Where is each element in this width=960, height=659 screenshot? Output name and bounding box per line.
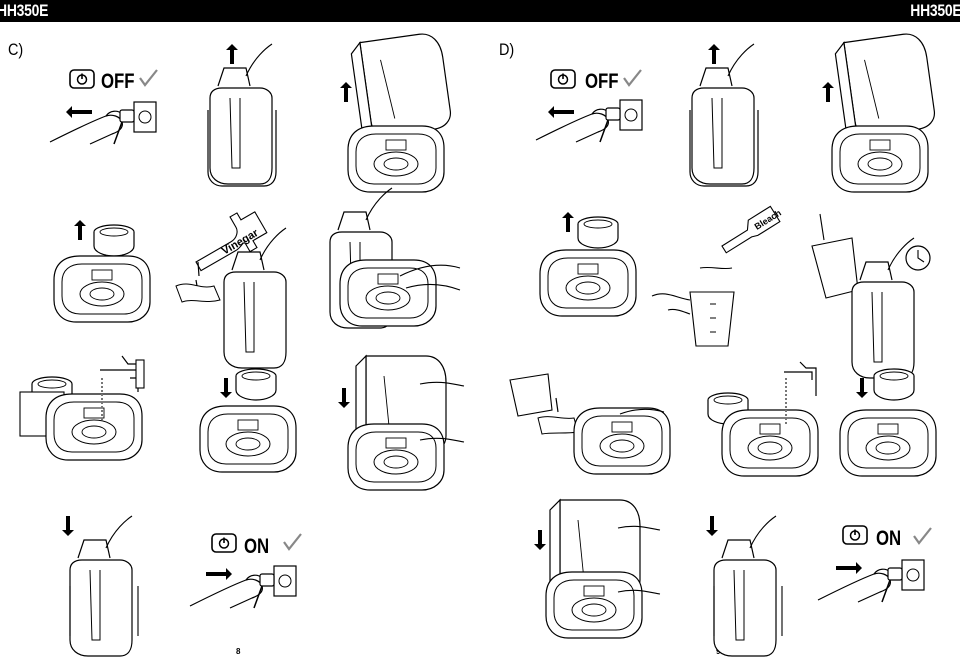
- float-cup-illustration: [873, 368, 915, 401]
- check-icon: [138, 68, 159, 87]
- arrow-up-icon: [562, 212, 574, 232]
- arrow-right-icon: [206, 568, 232, 580]
- arrow-left-icon: [66, 106, 92, 118]
- faucet-icon: [784, 361, 817, 396]
- power-icon: [211, 533, 237, 553]
- arrow-down-icon: [220, 378, 232, 398]
- float-cup-illustration: [577, 216, 619, 249]
- power-icon: [550, 69, 576, 89]
- power-icon: [69, 69, 95, 89]
- float-cup-illustration: [93, 224, 135, 257]
- power-on-label: ON: [244, 535, 269, 558]
- check-icon: [622, 68, 643, 87]
- tank-lift-illustration: [209, 43, 273, 185]
- tank-lower-illustration: [69, 515, 133, 657]
- power-icon: [842, 525, 868, 545]
- arrow-up-icon: [340, 82, 352, 102]
- base-unit-illustration: [839, 409, 937, 477]
- section-label-c: C): [8, 40, 24, 59]
- arrow-down-icon: [706, 516, 718, 536]
- base-unit-illustration: [347, 423, 445, 491]
- base-unit-illustration: [45, 393, 143, 461]
- base-unit-illustration: [339, 259, 437, 327]
- arrow-up-icon: [708, 44, 720, 64]
- arrow-right-icon: [836, 562, 862, 574]
- plug-in-illustration: [189, 565, 297, 609]
- page-header-bar: HH350E HH350E: [0, 0, 960, 22]
- model-name-left: HH350E: [0, 1, 49, 20]
- arrow-down-icon: [62, 516, 74, 536]
- unplug-illustration: [49, 101, 157, 145]
- arrow-down-icon: [856, 378, 868, 398]
- base-unit-illustration: [573, 407, 671, 475]
- check-icon: [912, 526, 933, 545]
- tank-lower-illustration: [713, 515, 777, 657]
- cover-lift-illustration: [349, 30, 454, 140]
- tank-lift-illustration: [691, 43, 755, 185]
- plug-in-illustration: [817, 559, 925, 603]
- measuring-cup-illustration: [689, 291, 735, 347]
- unplug-illustration: [535, 99, 643, 143]
- arrow-left-icon: [548, 106, 574, 118]
- clock-icon: [905, 245, 931, 271]
- cover-lift-illustration: [833, 30, 938, 140]
- arrow-up-icon: [226, 44, 238, 64]
- measuring-cup-illustration: [509, 373, 553, 417]
- faucet-icon: [100, 355, 145, 392]
- measuring-cup-illustration: [811, 237, 859, 299]
- power-on-label-d: ON: [876, 527, 901, 550]
- base-unit-illustration: [831, 125, 929, 193]
- arrow-up-icon: [822, 82, 834, 102]
- base-unit-illustration: [347, 125, 445, 193]
- base-unit-illustration: [539, 249, 637, 317]
- arrow-down-icon: [534, 530, 546, 550]
- page-number-left: 8: [236, 647, 241, 656]
- base-unit-illustration: [199, 405, 297, 473]
- base-unit-illustration: [545, 571, 643, 639]
- power-off-label: OFF: [101, 70, 135, 93]
- power-off-label-d: OFF: [585, 70, 619, 93]
- section-label-d: D): [499, 40, 515, 59]
- model-name-right: HH350E: [909, 1, 960, 20]
- check-icon: [282, 532, 303, 551]
- arrow-down-icon: [338, 388, 350, 408]
- arrow-up-icon: [74, 220, 86, 240]
- base-unit-illustration: [53, 255, 151, 323]
- base-unit-illustration: [721, 409, 819, 477]
- float-cup-illustration: [235, 368, 277, 401]
- tank-illustration: [851, 237, 915, 379]
